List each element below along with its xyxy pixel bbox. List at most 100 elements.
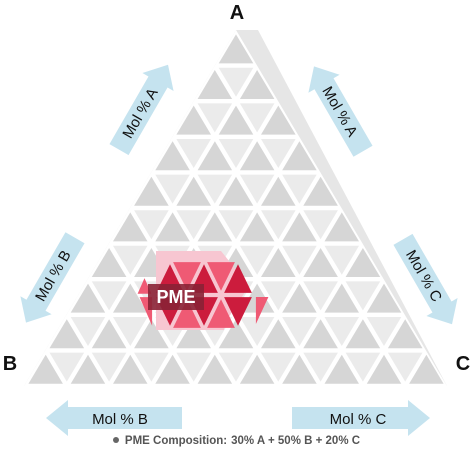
grid-cell-up [70,283,106,313]
grid-cell-up [176,176,211,206]
grid-cell-up [303,248,338,277]
grid-cell-up [113,354,148,384]
grid-cell-down [197,103,233,133]
grid-cell-up [70,354,106,384]
grid-cell-down [49,352,85,382]
grid-cell-down [345,352,381,382]
grid-cell-down [345,281,381,311]
grid-cell-down [176,210,211,240]
grid-cell-down [261,352,296,382]
grid-cell-up [176,105,211,135]
svg-text:Mol % B: Mol % B [92,411,148,428]
pme-cell-up-lower [207,299,235,328]
grid-cell-up [366,283,402,313]
grid-cell-down [366,317,402,346]
grid-cell-down [303,281,338,311]
grid-cell-up [261,319,296,349]
grid-cell-up [282,283,317,313]
grid-cell-up [409,354,444,384]
composition-grid [28,34,444,384]
grid-cell-up [282,212,317,242]
grid-cell-down [303,352,338,382]
grid-cell-up [366,354,402,384]
grid-cell-up [134,319,169,349]
pme-cell-down-lower [224,297,252,326]
arrow-mol-b-bottom: Mol % B [46,400,182,436]
grid-cell-down [239,245,275,275]
grid-cell-up [28,354,63,384]
grid-cell-down [239,317,275,346]
grid-cell-up [197,354,233,384]
grid-cell-up [261,176,296,206]
pme-label: PME [156,287,195,307]
vertex-b-label: B [3,353,17,375]
grid-cell-up [239,141,275,171]
pme-cell-up [224,264,252,293]
grid-cell-up [387,319,423,349]
grid-cell-down [197,174,233,204]
grid-cell-down [282,317,317,346]
grid-cell-down [239,174,275,204]
grid-cell-down [134,210,169,240]
grid-cell-up [218,176,254,206]
pme-cell-edge [137,278,152,294]
pme-cell-down [173,262,201,291]
grid-cell-up [303,319,338,349]
composition-caption: PME Composition:30% A + 50% B + 20% C [0,435,473,447]
grid-cell-down [113,317,148,346]
grid-cell-down [282,174,317,204]
grid-cell-up [303,176,338,206]
grid-cell-down [324,317,359,346]
grid-cell-down [155,174,190,204]
grid-cell-down [282,245,317,275]
grid-cell-down [218,67,254,97]
grid-cell-down [261,210,296,240]
grid-cell-up [261,248,296,277]
grid-cell-up [155,354,190,384]
grid-cell-up [282,141,317,171]
grid-cell-up [218,319,254,349]
vertex-c-label: C [456,353,470,375]
grid-cell-up [134,176,169,206]
grid-cell-down [91,281,127,311]
caption-prefix: PME Composition: [124,435,228,447]
grid-cell-up [282,354,317,384]
grid-cell-up [197,141,233,171]
grid-cell-down [176,352,211,382]
grid-cell-up [113,283,148,313]
grid-cell-down [387,352,423,382]
grid-cell-down [239,103,275,133]
grid-cell-down [303,210,338,240]
vertex-a-label: A [230,2,244,24]
grid-cell-down [91,352,127,382]
grid-cell-up [176,319,211,349]
grid-cell-up [239,212,275,242]
grid-cell-up [324,354,359,384]
grid-cell-down [218,352,254,382]
caption-composition: 30% A + 50% B + 20% C [231,435,361,447]
grid-cell-up [197,212,233,242]
grid-cell-down [218,210,254,240]
svg-text:Mol % C: Mol % C [330,411,387,428]
grid-cell-down [134,352,169,382]
bullet-icon [112,436,119,443]
grid-cell-down [176,139,211,168]
pme-cell-down [207,262,235,291]
pme-cell-right [255,297,269,324]
arrow-mol-c-bottom: Mol % C [292,400,430,436]
grid-cell-down [261,139,296,168]
grid-cell-down [261,281,296,311]
pme-cell-up-lower [173,299,201,328]
grid-cell-up [239,70,275,99]
grid-cell-up [197,70,233,99]
grid-cell-up [324,212,359,242]
grid-cell-up [239,354,275,384]
grid-cell-up [218,34,254,64]
grid-cell-down [70,317,106,346]
grid-cell-up [345,248,381,277]
grid-cell-up [49,319,85,349]
grid-cell-up [155,212,190,242]
grid-cell-up [218,105,254,135]
grid-cell-down [113,245,148,275]
